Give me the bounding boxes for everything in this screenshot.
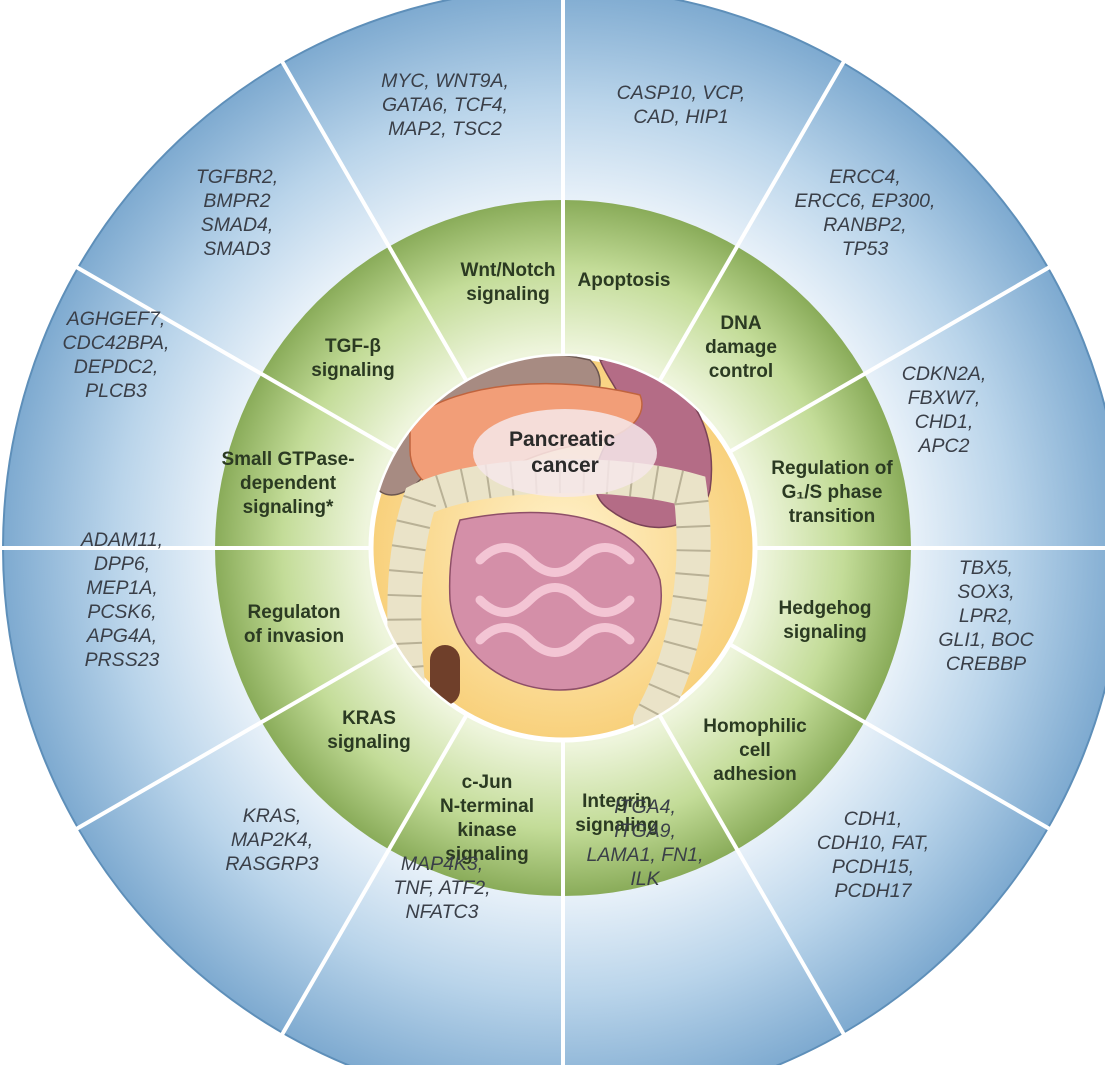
gene-list: MYC, WNT9A,GATA6, TCF4,MAP2, TSC2	[381, 70, 509, 140]
gene-list: MAP4K3,TNF, ATF2,NFATC3	[393, 853, 490, 923]
center-highlight	[473, 409, 657, 497]
organ-illustration: Pancreatic cancer	[371, 353, 755, 741]
pathway-label: Apoptosis	[578, 270, 671, 291]
